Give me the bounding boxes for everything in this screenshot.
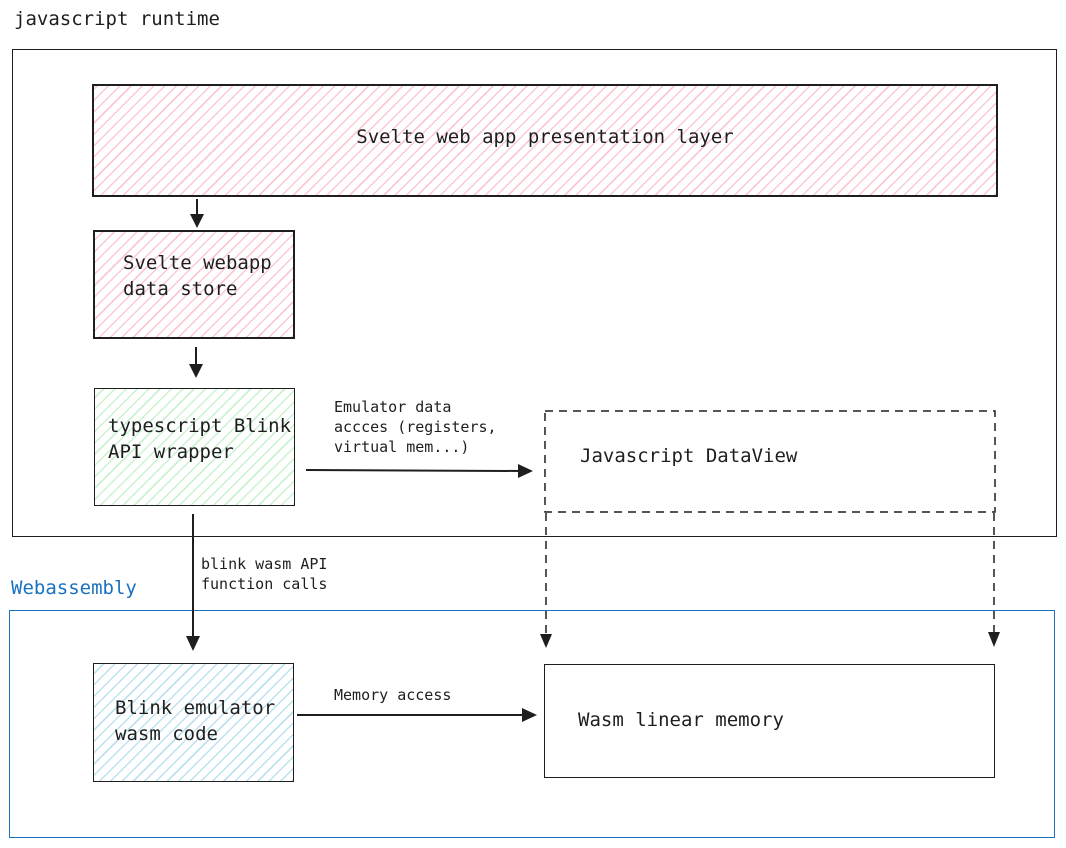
api-function-calls-label: blink wasm API function calls <box>201 555 328 593</box>
api-wrapper-label: typescript Blink API wrapper <box>108 415 292 463</box>
data-store-label: Svelte webapp data store <box>123 251 272 300</box>
dataview-dashed-outline <box>544 410 996 513</box>
arrow-presentation-to-store <box>190 199 204 228</box>
js-runtime-label: javascript runtime <box>14 8 220 30</box>
dashed-arrow-dataview-to-memory-right <box>988 513 1000 647</box>
emulator-label: Blink emulator wasm code <box>115 696 276 745</box>
webassembly-frame <box>9 610 1055 838</box>
presentation-layer-box: Svelte web app presentation layer <box>92 84 998 197</box>
data-store-box: Svelte webapp data store <box>93 230 295 339</box>
memory-access-label: Memory access <box>334 686 452 704</box>
dataview-box: Javascript DataView <box>545 410 996 512</box>
dashed-arrow-dataview-to-memory-left <box>540 513 552 648</box>
arrow-emulator-to-memory <box>297 708 537 722</box>
presentation-layer-label: Svelte web app presentation layer <box>356 125 734 148</box>
webassembly-label: Webassembly <box>11 577 137 599</box>
linear-memory-box: Wasm linear memory <box>544 664 995 778</box>
arrow-store-to-wrapper <box>189 347 203 378</box>
arrow-wrapper-to-dataview <box>305 464 533 478</box>
js-runtime-frame <box>12 49 1057 537</box>
arrow-wrapper-to-emulator <box>186 514 200 651</box>
emulator-box: Blink emulator wasm code <box>93 663 294 782</box>
emulator-data-access-label: Emulator data accces (registers, virtual… <box>334 398 497 456</box>
api-wrapper-box: typescript Blink API wrapper <box>94 388 295 506</box>
linear-memory-label: Wasm linear memory <box>578 709 784 731</box>
dataview-label: Javascript DataView <box>580 444 798 467</box>
